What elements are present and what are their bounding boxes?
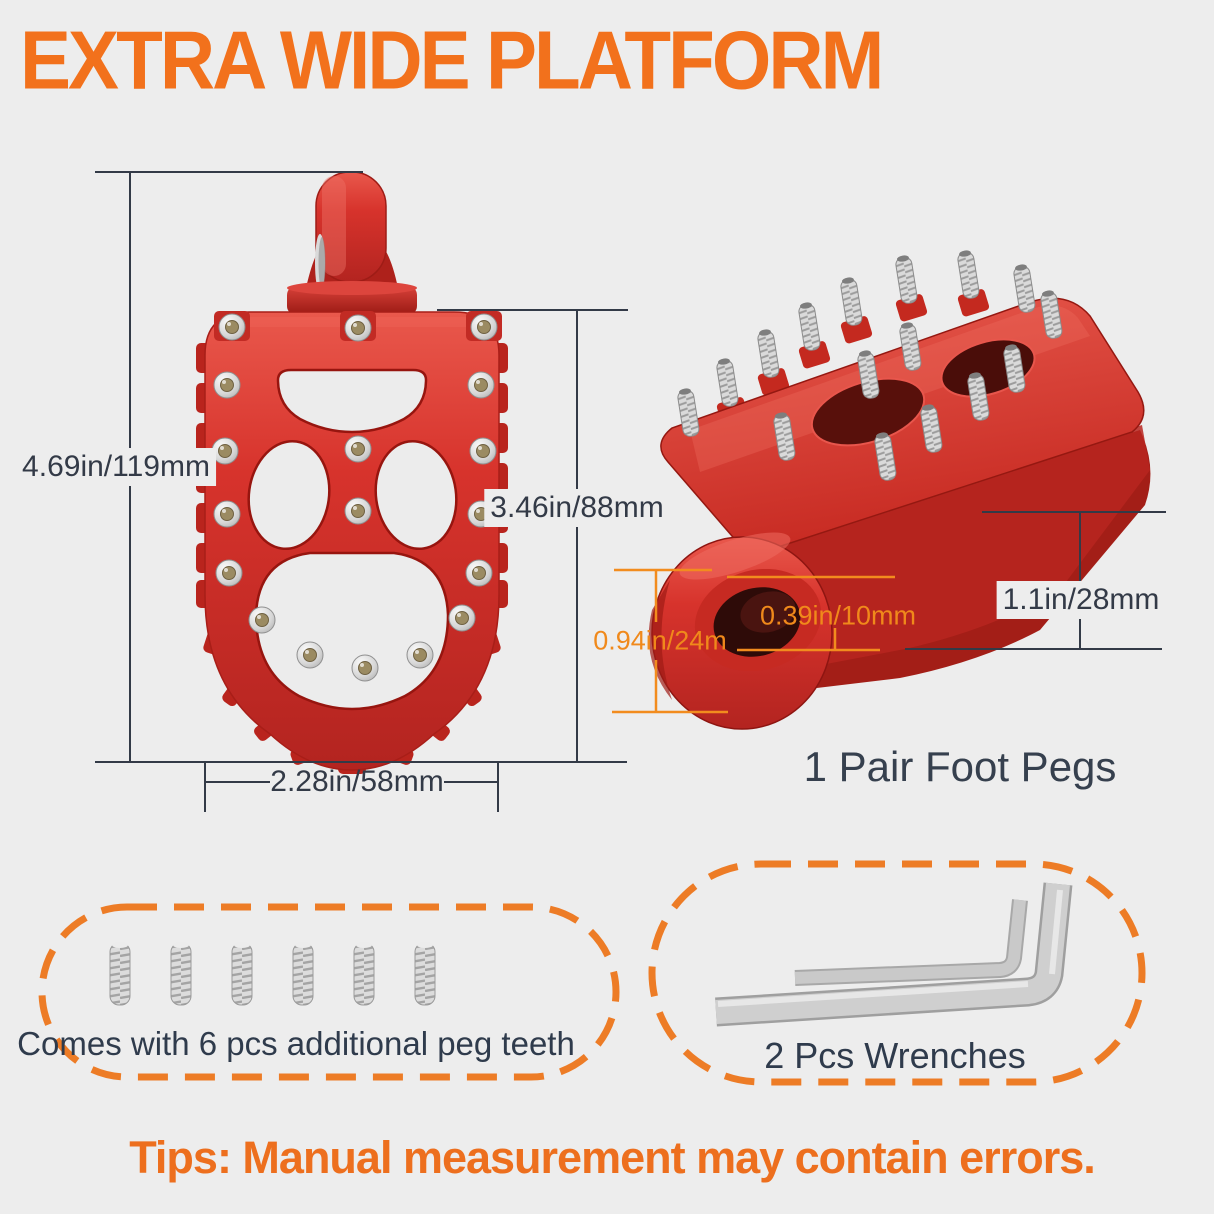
tips-note: Tips: Manual measurement may contain err… (129, 1132, 1095, 1183)
side-peg-illustration (648, 250, 1151, 730)
dim-label-edge-thickness: 1.1in/28mm (996, 581, 1166, 619)
screws-illustration (109, 942, 436, 1006)
peg-teeth-box (38, 903, 620, 1081)
dim-label-hole-diameter: 0.39in/10mm (759, 600, 917, 631)
product-title: EXTRA WIDE PLATFORM (20, 13, 884, 107)
front-peg-illustration (196, 171, 508, 774)
wrenches-box (648, 860, 1146, 1086)
pair-caption: 1 Pair Foot Pegs (803, 743, 1117, 790)
wrenches-illustration (715, 882, 1073, 1027)
wrenches-label: 2 Pcs Wrenches (764, 1035, 1026, 1076)
dim-label-mount-height: 0.94in/24m (593, 625, 727, 656)
front-peg-bolts (211, 313, 498, 682)
dimension-lines-orange (612, 568, 895, 714)
peg-teeth-label: Comes with 6 pcs additional peg teeth (17, 1025, 575, 1062)
dim-label-overall-height: 4.69in/119mm (16, 448, 216, 486)
dim-label-platform-width: 2.28in/58mm (270, 765, 444, 798)
side-peg-studs (677, 250, 1063, 481)
dim-label-platform-length: 3.46in/88mm (484, 489, 670, 527)
